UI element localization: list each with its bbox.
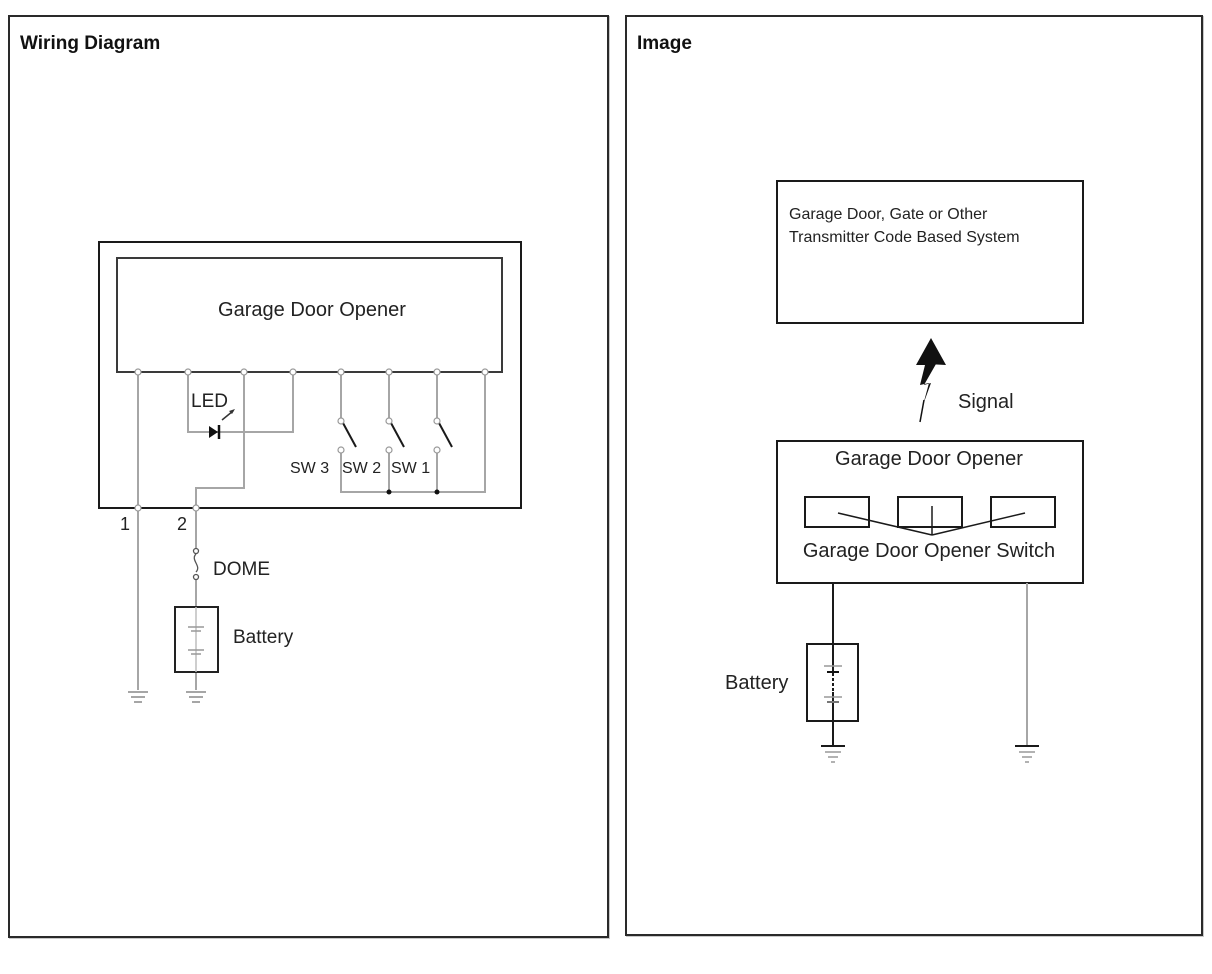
system-label-line1: Garage Door, Gate or Other [789,206,988,223]
switch-label-sw1: SW 1 [391,460,430,477]
led-label: LED [191,391,228,412]
signal-arrow-icon [916,338,946,423]
panel-title: Image [637,33,692,54]
ground-icon [821,745,845,763]
opener-switch-button-2 [897,496,963,528]
fuse-label: DOME [213,559,270,580]
transmitter-system-box [776,180,1084,324]
opener-switch-button-3 [990,496,1056,528]
opener-label: Garage Door Opener [218,299,406,321]
pin-terminals [134,368,489,512]
opener-switch-button-1 [804,496,870,528]
panel-title: Wiring Diagram [20,33,161,54]
led-icon [209,409,235,439]
module-outline [98,241,522,509]
wires [137,372,486,690]
pin-label-1: 1 [120,514,130,534]
image-panel: Image [625,15,1203,936]
switch-lever-sw3 [342,422,357,448]
signal-label: Signal [958,391,1014,413]
opener-label: Garage Door Opener [835,448,1023,470]
system-label-line2: Transmitter Code Based System [789,229,1020,246]
battery-icon [806,643,859,722]
battery-label: Battery [725,672,788,694]
switch-label-sw3: SW 3 [290,460,329,477]
ground-icon [186,691,206,703]
image-diagram: Garage Door, Gate or Other Transmitter C… [725,180,1084,763]
junction-dot [386,489,392,495]
ground-icon [1015,745,1039,763]
wiring-diagram: Garage Door Opener [98,241,522,703]
battery-label: Battery [233,627,294,648]
wiring-diagram-panel: Wiring Diagram [8,15,609,938]
switch-label: Garage Door Opener Switch [803,540,1055,562]
switch-label-sw2: SW 2 [342,460,381,477]
switch-lever-sw1 [438,422,453,448]
ground-icon [128,691,148,703]
battery-icon [174,606,219,673]
switch-levers [342,422,453,448]
junction-dot [434,489,440,495]
switch-lever-sw2 [390,422,405,448]
pin-label-2: 2 [177,514,187,534]
fuse-icon [192,547,200,581]
switch-leader-lines [837,506,1026,536]
opener-box [776,440,1084,584]
opener-block [116,257,503,373]
